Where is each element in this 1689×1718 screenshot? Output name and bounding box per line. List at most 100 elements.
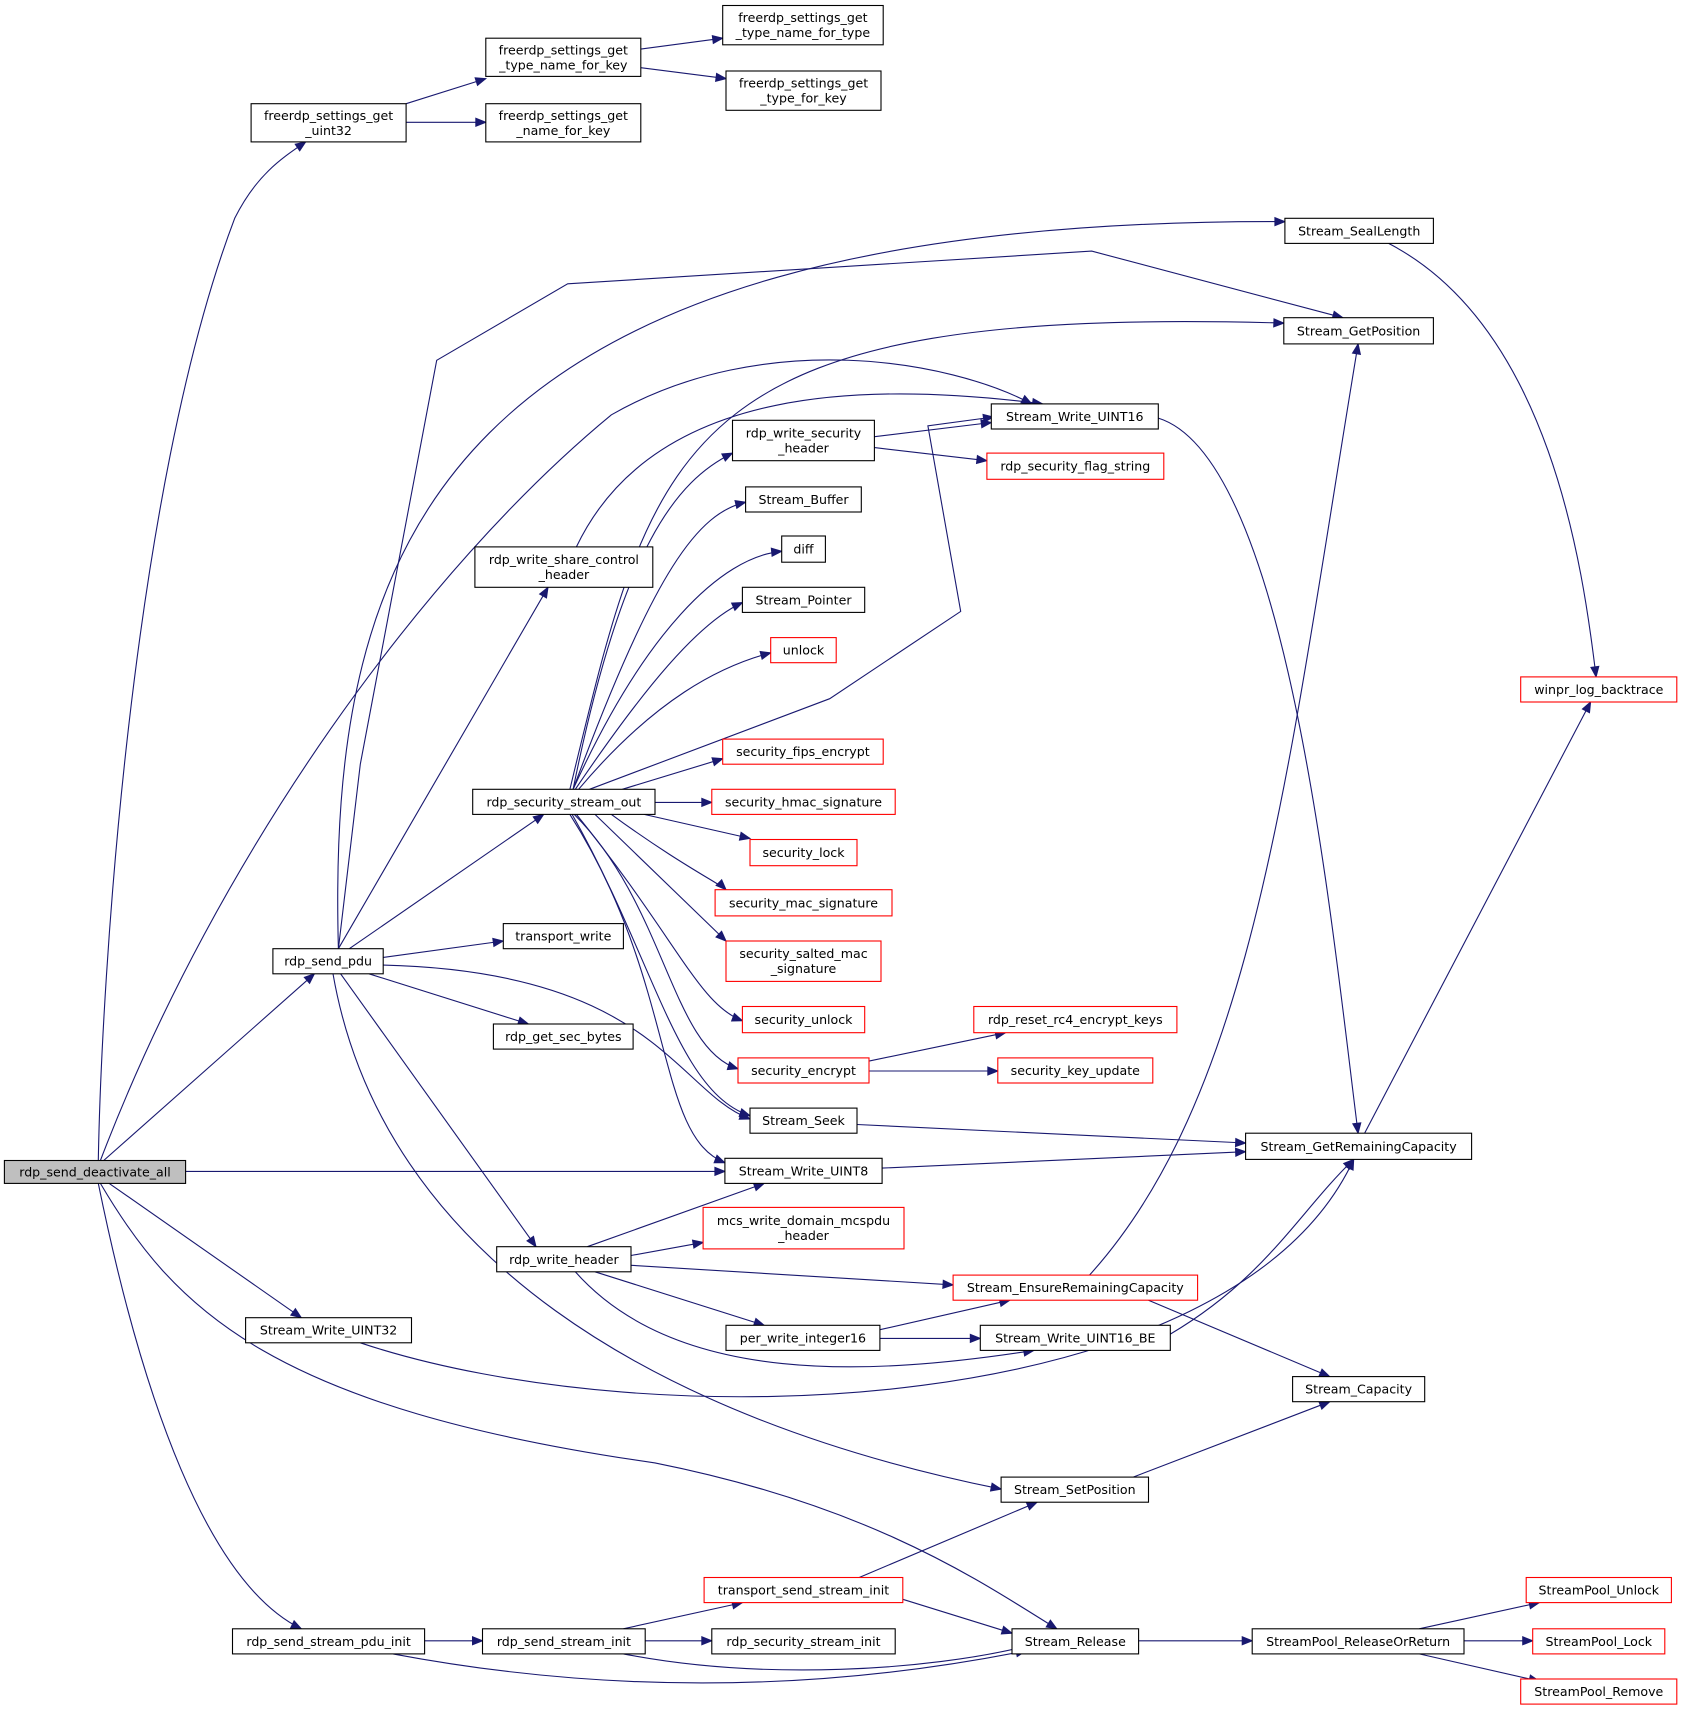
node-Stream_GetPosition[interactable]: Stream_GetPosition: [1283, 317, 1434, 345]
arrowhead: [1351, 1122, 1362, 1135]
node-box: [472, 788, 656, 815]
arrowhead: [1590, 665, 1600, 679]
arrowhead: [980, 419, 993, 429]
node-security_key_update[interactable]: security_key_update: [997, 1057, 1154, 1084]
node-StreamPool_Lock[interactable]: StreamPool_Lock: [1532, 1628, 1666, 1655]
node-box: [502, 923, 624, 950]
node-rdp_send_pdu[interactable]: rdp_send_pdu: [272, 948, 384, 975]
node-Stream_Capacity[interactable]: Stream_Capacity: [1292, 1376, 1426, 1403]
edge-rdp_send_deactivate_all-to-rdp_send_stream_pdu_init: [97, 1183, 303, 1630]
node-Stream_Write_UINT8[interactable]: Stream_Write_UINT8: [724, 1157, 883, 1184]
node-Stream_Write_UINT32[interactable]: Stream_Write_UINT32: [245, 1317, 413, 1344]
node-Stream_Release[interactable]: Stream_Release: [1011, 1628, 1140, 1655]
arrowhead: [738, 831, 752, 841]
node-rdp_security_flag_string[interactable]: rdp_security_flag_string: [986, 452, 1165, 480]
node-rdp_get_sec_bytes[interactable]: rdp_get_sec_bytes: [492, 1023, 634, 1050]
edge-freerdp_settings_get_uint32-to-freerdp_settings_get_type_name_for_key: [405, 77, 488, 105]
edge-line: [97, 141, 307, 1161]
node-rdp_write_header[interactable]: rdp_write_header: [496, 1246, 632, 1273]
edge-line: [643, 813, 751, 839]
edge-line: [569, 814, 726, 1164]
node-per_write_integer16[interactable]: per_write_integer16: [725, 1324, 881, 1351]
node-box: [250, 103, 407, 143]
edge-line: [332, 973, 1002, 1490]
node-winpr_log_backtrace[interactable]: winpr_log_backtrace: [1520, 676, 1678, 703]
node-label: security_mac_signature: [729, 895, 878, 910]
node-security_encrypt[interactable]: security_encrypt: [737, 1057, 870, 1084]
node-label: rdp_write_header: [509, 1252, 619, 1267]
edge-rdp_security_stream_out-to-diff: [572, 547, 784, 790]
node-rdp_security_stream_init[interactable]: rdp_security_stream_init: [711, 1628, 896, 1655]
arrowhead: [738, 1107, 752, 1117]
node-StreamPool_Remove[interactable]: StreamPool_Remove: [1520, 1678, 1678, 1705]
node-rdp_write_share_control_header[interactable]: rdp_write_share_control_header: [474, 546, 654, 588]
edge-line: [640, 67, 727, 80]
edge-line: [578, 652, 771, 790]
node-freerdp_settings_get_uint32[interactable]: freerdp_settings_get_uint32: [250, 103, 407, 143]
node-label: security_unlock: [755, 1012, 854, 1027]
node-label: security_lock: [762, 845, 845, 860]
node-label: rdp_get_sec_bytes: [505, 1029, 621, 1044]
node-freerdp_settings_get_type_name_for_key[interactable]: freerdp_settings_get_type_name_for_key: [485, 37, 642, 77]
edge-line: [97, 1183, 302, 1630]
edge-freerdp_settings_get_uint32-to-freerdp_settings_get_name_for_key: [406, 117, 488, 128]
node-Stream_Write_UINT16[interactable]: Stream_Write_UINT16: [990, 403, 1159, 430]
node-box: [245, 1317, 413, 1344]
node-Stream_Buffer[interactable]: Stream_Buffer: [745, 486, 862, 513]
arrowhead: [726, 1061, 740, 1071]
node-rdp_write_security_header[interactable]: rdp_write_security_header: [731, 419, 875, 462]
arrowhead: [1522, 1636, 1535, 1646]
node-rdp_send_deactivate_all[interactable]: rdp_send_deactivate_all: [3, 1159, 187, 1184]
node-security_salted_mac_signature[interactable]: security_salted_mac_signature: [725, 940, 882, 982]
node-diff[interactable]: diff: [781, 535, 826, 563]
node-Stream_Seek[interactable]: Stream_Seek: [749, 1107, 858, 1134]
node-label: rdp_send_stream_init: [497, 1634, 631, 1649]
node-box: [722, 4, 884, 46]
node-freerdp_settings_get_name_for_key[interactable]: freerdp_settings_get_name_for_key: [485, 103, 642, 143]
arrowhead: [714, 1166, 727, 1177]
edge-StreamPool_ReleaseOrReturn-to-StreamPool_Unlock: [1419, 1600, 1541, 1630]
node-Stream_SetPosition[interactable]: Stream_SetPosition: [1000, 1476, 1150, 1503]
node-label: Stream_Write_UINT8: [739, 1163, 868, 1178]
node-label: mcs_write_domain_mcspdu: [717, 1213, 890, 1228]
node-label: Stream_Release: [1025, 1634, 1126, 1649]
node-Stream_SealLength[interactable]: Stream_SealLength: [1284, 217, 1434, 244]
node-rdp_security_stream_out[interactable]: rdp_security_stream_out: [472, 788, 656, 815]
node-transport_send_stream_init[interactable]: transport_send_stream_init: [703, 1576, 904, 1604]
node-mcs_write_domain_mcspdu_header[interactable]: mcs_write_domain_mcspdu_header: [702, 1206, 905, 1250]
edge-line: [360, 1159, 1355, 1398]
node-label: Stream_EnsureRemainingCapacity: [967, 1280, 1184, 1295]
node-Stream_Write_UINT16_BE[interactable]: Stream_Write_UINT16_BE: [979, 1324, 1171, 1351]
node-StreamPool_Unlock[interactable]: StreamPool_Unlock: [1525, 1576, 1672, 1604]
node-unlock[interactable]: unlock: [770, 637, 837, 664]
node-StreamPool_ReleaseOrReturn[interactable]: StreamPool_ReleaseOrReturn: [1251, 1628, 1465, 1655]
node-security_mac_signature[interactable]: security_mac_signature: [714, 889, 893, 917]
node-label: transport_send_stream_init: [718, 1583, 889, 1598]
node-rdp_send_stream_init[interactable]: rdp_send_stream_init: [481, 1628, 646, 1655]
node-box: [714, 889, 893, 917]
node-transport_write[interactable]: transport_write: [502, 923, 624, 950]
node-freerdp_settings_get_type_name_for_type[interactable]: freerdp_settings_get_type_name_for_type: [722, 4, 884, 46]
node-security_hmac_signature[interactable]: security_hmac_signature: [711, 788, 896, 815]
node-Stream_GetRemainingCapacity[interactable]: Stream_GetRemainingCapacity: [1245, 1132, 1473, 1160]
node-rdp_send_stream_pdu_init[interactable]: rdp_send_stream_pdu_init: [231, 1628, 426, 1655]
edge-line: [1133, 1401, 1330, 1478]
edge-Stream_Write_UINT32-to-Stream_GetRemainingCapacity: [360, 1158, 1355, 1398]
node-box: [1000, 1476, 1150, 1503]
node-security_fips_encrypt[interactable]: security_fips_encrypt: [722, 738, 884, 765]
node-security_lock[interactable]: security_lock: [749, 838, 858, 867]
node-label: rdp_send_pdu: [284, 954, 372, 969]
node-label: StreamPool_Lock: [1545, 1634, 1652, 1649]
node-rdp_reset_rc4_encrypt_keys[interactable]: rdp_reset_rc4_encrypt_keys: [973, 1005, 1178, 1034]
node-label: transport_write: [515, 929, 611, 944]
node-Stream_Pointer[interactable]: Stream_Pointer: [741, 586, 866, 613]
node-Stream_EnsureRemainingCapacity[interactable]: Stream_EnsureRemainingCapacity: [952, 1274, 1199, 1301]
node-freerdp_settings_get_type_for_key[interactable]: freerdp_settings_get_type_for_key: [725, 70, 882, 111]
edge-rdp_write_security_header-to-rdp_security_flag_string: [874, 447, 989, 465]
node-label: Stream_Capacity: [1305, 1382, 1412, 1397]
node-label: _signature: [770, 961, 837, 976]
arrowhead: [492, 937, 505, 948]
node-security_unlock[interactable]: security_unlock: [741, 1005, 866, 1034]
edge-line: [337, 250, 1343, 949]
